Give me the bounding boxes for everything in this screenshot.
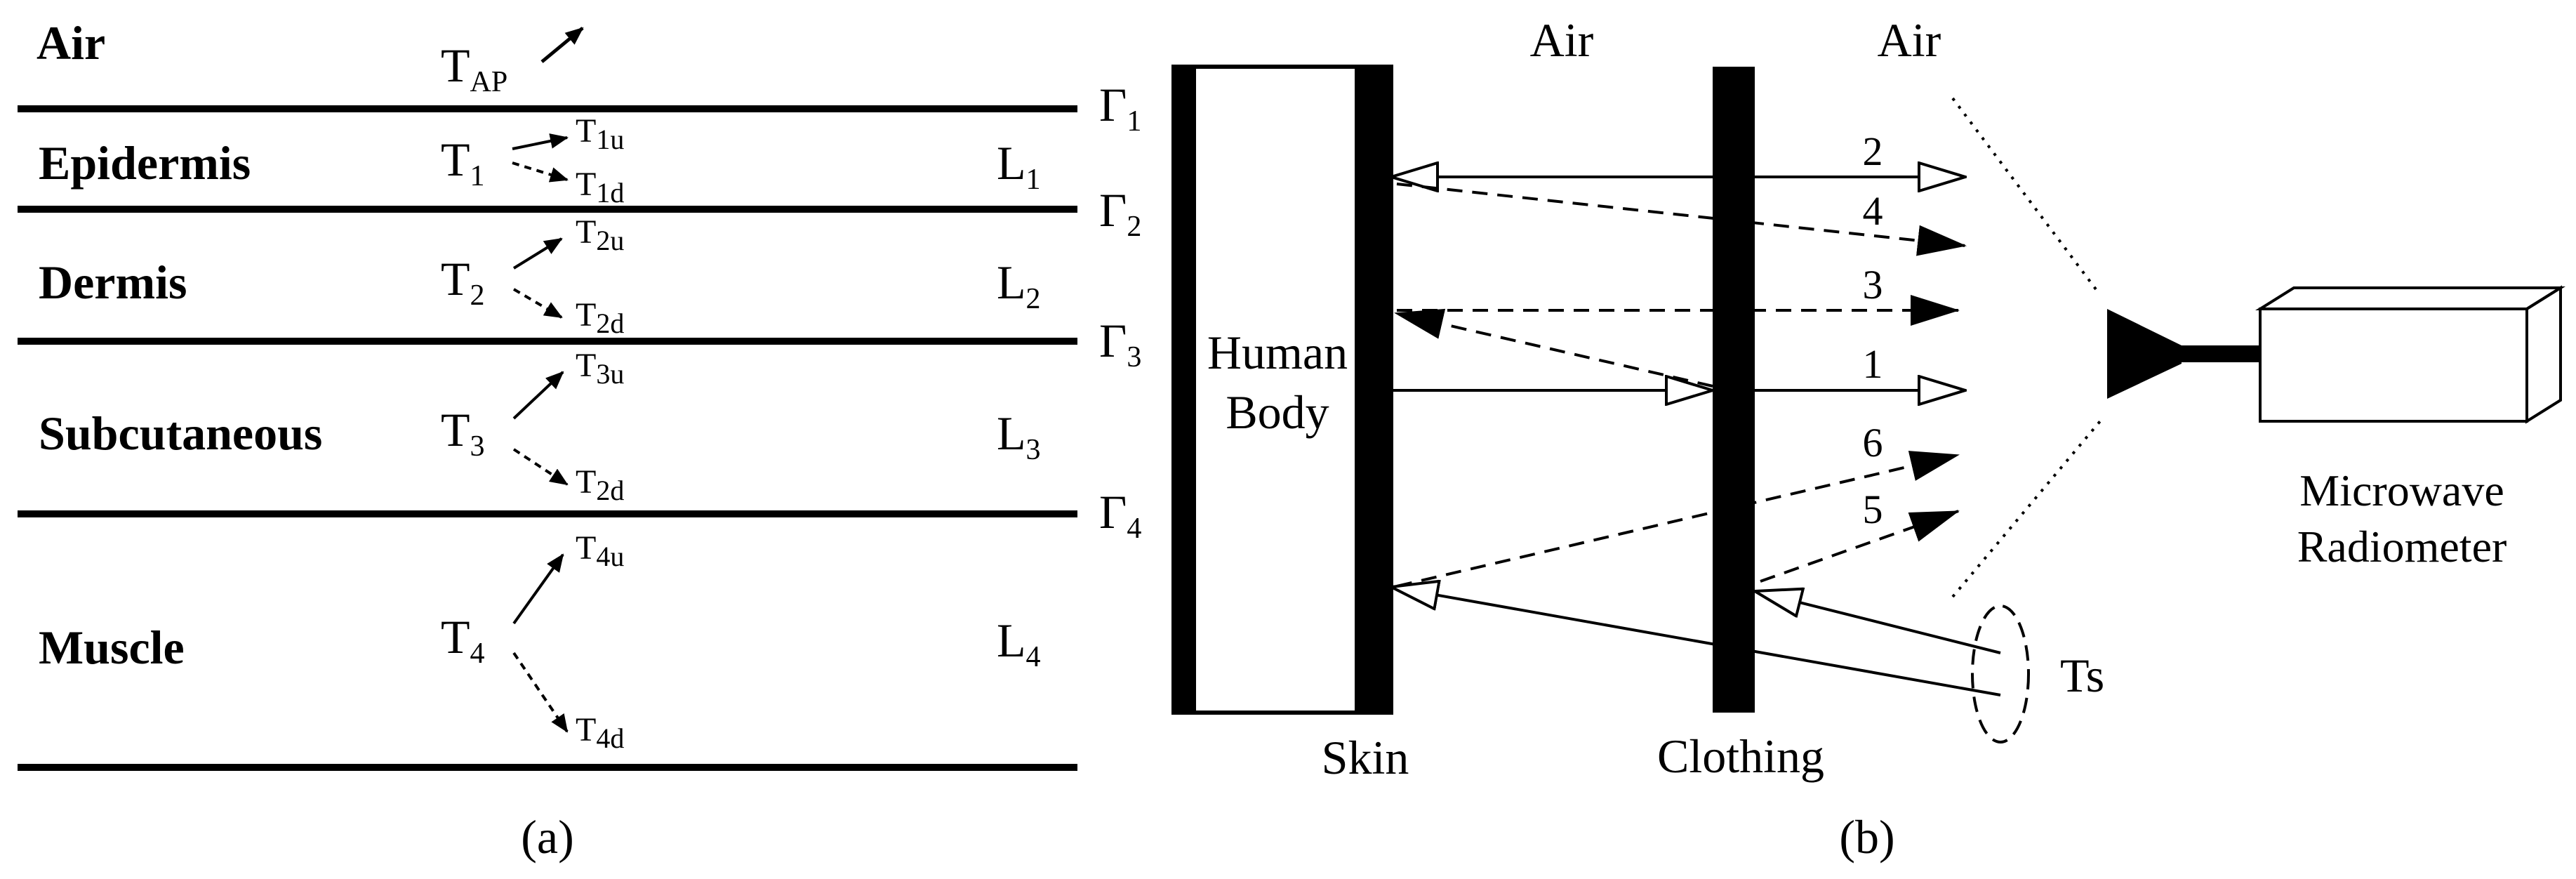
layer-4-up-label: T4u xyxy=(576,529,624,572)
layer-name-muscle: Muscle xyxy=(39,621,185,674)
loss-label-3: L3 xyxy=(997,407,1041,466)
layer-3-down-arrow xyxy=(512,448,569,486)
layer-4-down-arrow xyxy=(512,652,569,733)
interface-label-3: Γ3 xyxy=(1099,314,1141,374)
antenna-horn xyxy=(2107,309,2182,399)
layer-3-up-arrow xyxy=(512,371,564,420)
layer-3-down-label: T2d xyxy=(576,463,624,506)
layer-4-down-label: T4d xyxy=(576,711,624,754)
path-4 xyxy=(1396,183,1967,256)
layer-temp-3: T3 xyxy=(441,403,485,463)
body-label-line2: Body xyxy=(1226,385,1329,439)
body-label-line1: Human xyxy=(1207,326,1348,379)
interface-label-4: Γ4 xyxy=(1099,485,1141,545)
layer-2-up-label: T2u xyxy=(576,213,624,256)
caption-a: (a) xyxy=(521,810,573,864)
panel-b: Human Body Air Air Skin Clothing 2 4 3 1… xyxy=(1171,13,2565,864)
layer-name-subcutaneous: Subcutaneous xyxy=(39,407,322,460)
layer-1-up-arrow xyxy=(512,133,569,150)
fov-line-top xyxy=(1951,97,2102,296)
path-number-1: 1 xyxy=(1863,341,1883,387)
apparent-arrow xyxy=(540,27,584,63)
body-left-edge xyxy=(1174,67,1196,713)
loss-label-2: L2 xyxy=(997,256,1041,315)
layer-1-down-arrow xyxy=(512,161,569,183)
path-3-back xyxy=(1394,308,1713,388)
source-to-body xyxy=(1391,587,2001,696)
interface-label-1: Γ1 xyxy=(1099,78,1141,138)
layer-3-up-label: T3u xyxy=(576,347,624,390)
radiometer-box xyxy=(2255,285,2565,424)
panel-a: Air TAP Epidermis Dermis Subcutaneous Mu… xyxy=(18,16,1141,864)
layer-temp-4: T4 xyxy=(441,610,485,670)
layer-name-dermis: Dermis xyxy=(39,256,187,309)
loss-label-1: L1 xyxy=(997,136,1041,196)
layer-4-up-arrow xyxy=(512,553,564,625)
layer-1-up-label: T1u xyxy=(576,112,624,155)
path-5 xyxy=(1760,510,1960,583)
radiometer-label-line1: Microwave xyxy=(2299,465,2504,515)
interface-label-2: Γ2 xyxy=(1099,183,1141,243)
layer-2-down-arrow xyxy=(512,288,563,319)
path-number-2: 2 xyxy=(1863,128,1883,174)
source-ellipse xyxy=(1971,604,2030,743)
layer-2-down-label: T2d xyxy=(576,296,624,339)
loss-label-4: L4 xyxy=(997,614,1041,673)
clothing-label: Clothing xyxy=(1657,729,1824,783)
clothing-layer xyxy=(1713,67,1755,713)
layer-temp-2: T2 xyxy=(441,252,485,312)
skin-layer xyxy=(1355,67,1391,713)
caption-b: (b) xyxy=(1839,810,1894,864)
source-to-clothing xyxy=(1755,591,2001,654)
path-number-4: 4 xyxy=(1863,188,1883,234)
path-6 xyxy=(1396,451,1960,588)
path-number-3: 3 xyxy=(1863,262,1883,308)
layer-2-up-arrow xyxy=(512,237,563,270)
radiometer-label-line2: Radiometer xyxy=(2297,522,2507,571)
layer-temp-1: T1 xyxy=(441,133,485,192)
apparent-temp-label: TAP xyxy=(441,39,507,98)
air-label-a: Air xyxy=(36,16,105,70)
path-number-5: 5 xyxy=(1863,487,1883,532)
skin-label: Skin xyxy=(1322,731,1409,784)
fov-line-bottom xyxy=(1951,420,2102,598)
source-label: Ts xyxy=(2060,649,2104,702)
air-label-left: Air xyxy=(1530,13,1594,67)
path-number-6: 6 xyxy=(1863,420,1883,465)
air-label-right: Air xyxy=(1878,13,1941,67)
antenna-feed xyxy=(2182,345,2260,362)
layer-name-epidermis: Epidermis xyxy=(39,136,251,190)
layer-1-down-label: T1d xyxy=(576,166,624,209)
